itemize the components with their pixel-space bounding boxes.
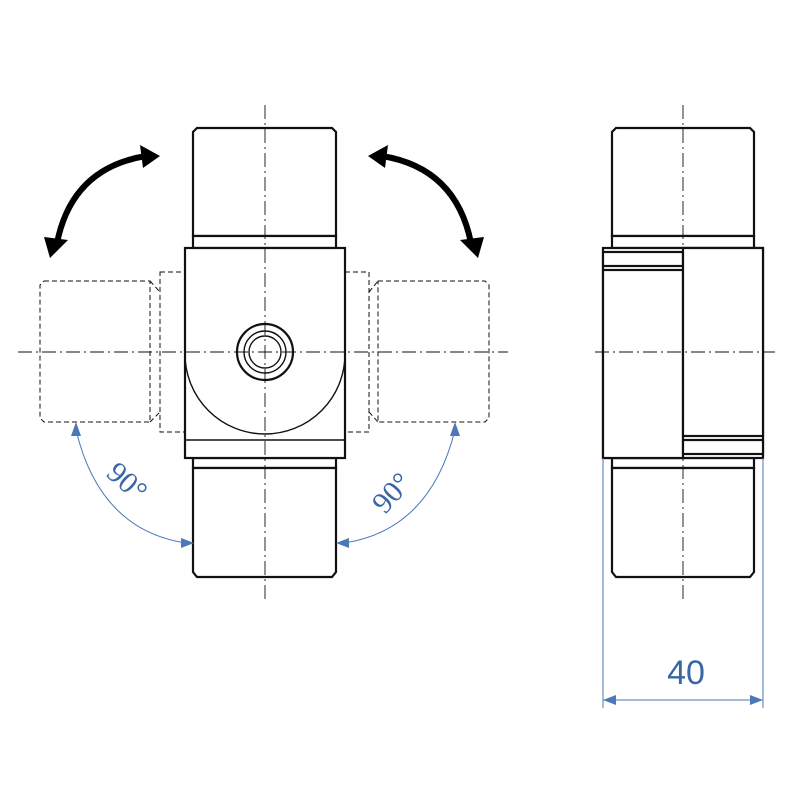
rotation-arrow-left-icon xyxy=(44,145,160,258)
width-dimension-label: 40 xyxy=(667,654,705,692)
width-dimension: 40 xyxy=(602,458,764,708)
rotation-arrow-right-icon xyxy=(368,145,484,258)
angle-dimension-right: 90° xyxy=(336,422,460,548)
front-view: 90° 90° xyxy=(18,105,508,600)
side-view: 40 xyxy=(595,105,775,708)
angle-dimension-left: 90° xyxy=(71,422,194,548)
bottom-pipe xyxy=(191,456,338,579)
top-pipe xyxy=(191,126,338,250)
angle-label-right: 90° xyxy=(366,466,419,519)
